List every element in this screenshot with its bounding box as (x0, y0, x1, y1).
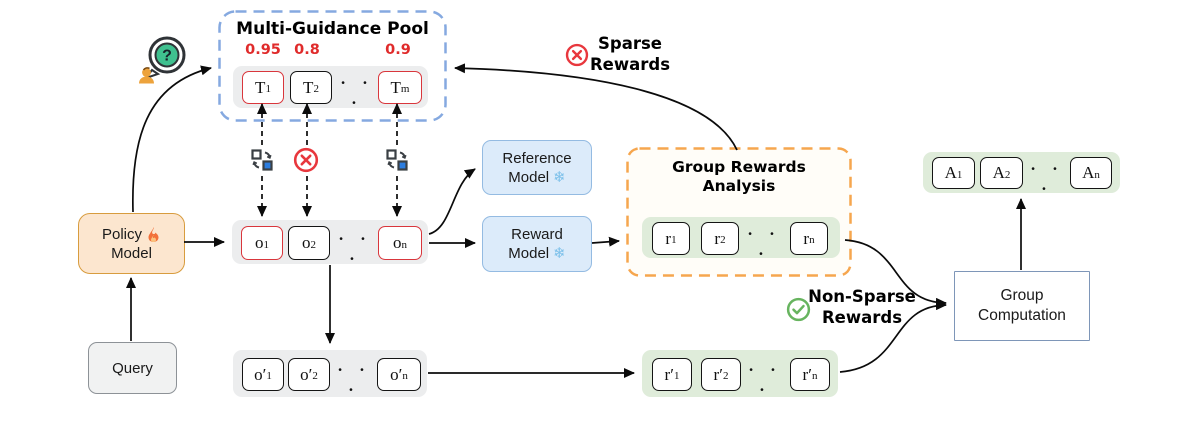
ellipsis: · · · (748, 360, 782, 399)
arrow-reward-to-group-rewards (591, 236, 620, 247)
swap-icon (385, 148, 409, 177)
query-box: Query (88, 342, 177, 394)
ellipsis: · · · (747, 224, 781, 263)
reference-label-line1: Reference (502, 149, 572, 167)
reference-model-box: Reference Model ❄ (482, 140, 592, 195)
ellipsis: · · · (337, 360, 371, 399)
group-computation-line2: Computation (978, 307, 1066, 324)
flame-icon (146, 226, 161, 243)
group-computation-box: Group Computation (954, 271, 1090, 341)
ellipsis: · · · (338, 229, 372, 268)
group-rewards-title: Group Rewards Analysis (672, 158, 806, 195)
token-r1-prime: r′1 (652, 358, 692, 391)
group-computation-line1: Group (1000, 287, 1044, 304)
cross-circle-icon (293, 147, 319, 178)
pool-title: Multi-Guidance Pool (236, 19, 429, 39)
reward-label-line2: Model (508, 245, 550, 262)
token-o1-prime: o′1 (242, 358, 284, 391)
policy-model-box: Policy Model (78, 213, 185, 274)
reward-label-line1: Reward (511, 226, 563, 243)
sparse-rewards-label: Sparse Rewards (589, 34, 671, 74)
cross-circle-icon (565, 43, 589, 72)
token-r2-prime: r′2 (701, 358, 741, 391)
policy-label-line2: Model (111, 244, 152, 262)
ellipsis: · · · (340, 73, 374, 112)
snowflake-icon: ❄ (553, 244, 566, 262)
check-circle-icon (786, 297, 811, 327)
question-glyph: ? (162, 48, 172, 65)
ellipsis: · · · (1030, 159, 1064, 198)
snowflake-icon: ❄ (553, 167, 566, 186)
token-o2-prime: o′2 (288, 358, 330, 391)
arrow-outputs-to-reference (428, 168, 476, 235)
token-on-prime: o′n (377, 358, 421, 391)
guidance-score: 0.95 (245, 42, 281, 58)
guidance-score: 0.8 (294, 42, 320, 58)
non-sparse-rewards-label: Non-Sparse Rewards (808, 287, 916, 327)
reference-label-line2: Model (508, 168, 550, 186)
token-rn-prime: r′n (790, 358, 830, 391)
user-question-icon: ? (134, 30, 192, 93)
guidance-score: 0.9 (385, 42, 411, 58)
rewards-prime-strip: r′1 r′2 · · · r′n (642, 350, 838, 399)
policy-label-line1: Policy (101, 225, 142, 243)
arrow-sparse-rewards-to-pool (454, 63, 738, 151)
query-label: Query (112, 359, 153, 377)
reward-model-box: Reward Model ❄ (482, 216, 592, 272)
swap-icon (250, 148, 274, 177)
outputs-prime-strip: o′1 o′2 · · · o′n (233, 350, 427, 399)
